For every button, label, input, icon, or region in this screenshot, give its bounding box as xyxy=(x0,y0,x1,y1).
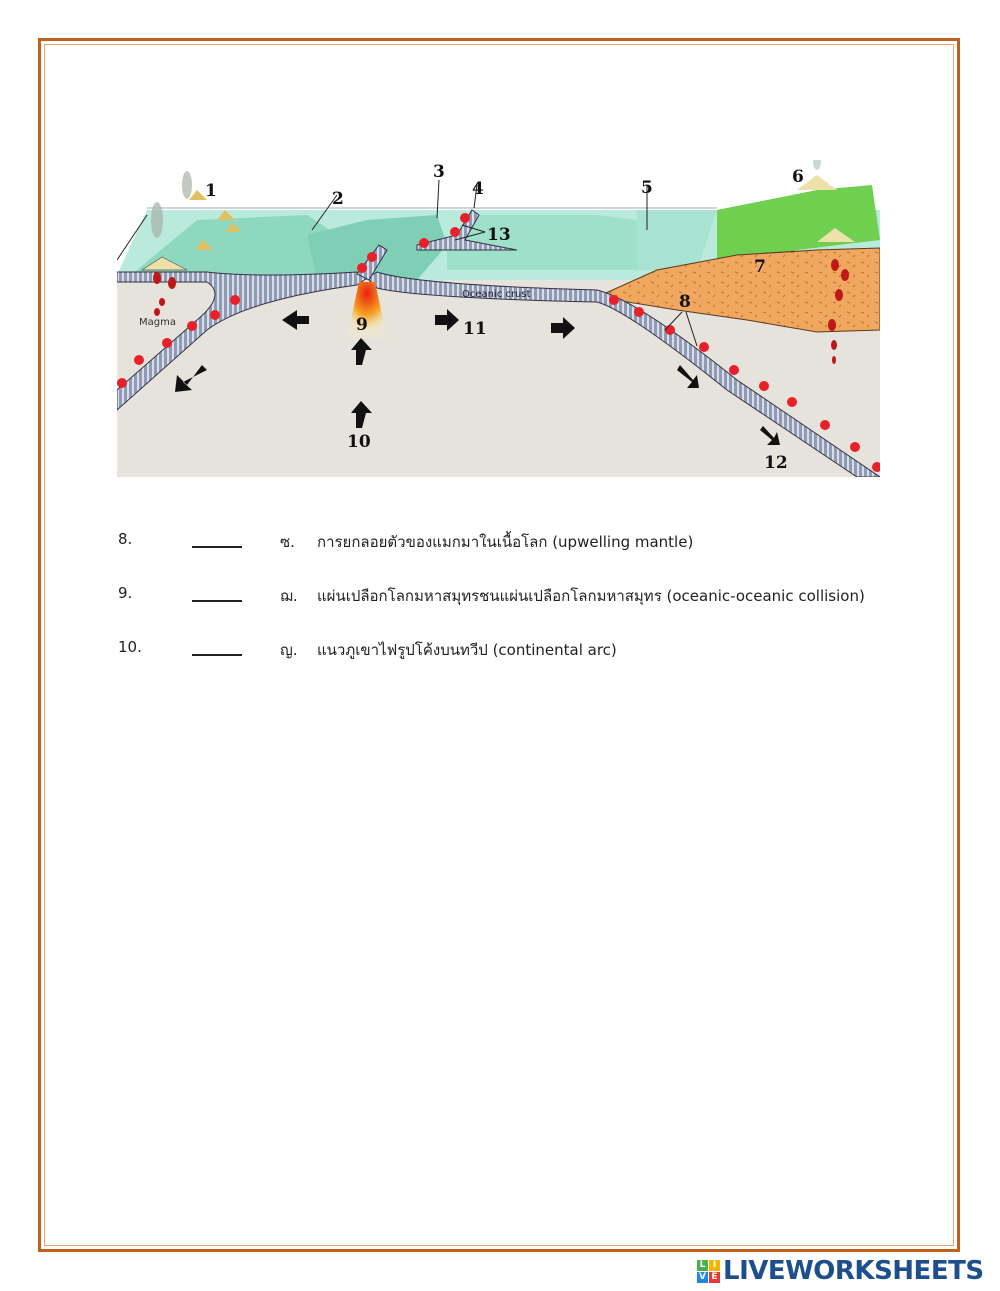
option-text: แผ่นเปลือกโลกมหาสมุทรชนแผ่นเปลือกโลกมหาส… xyxy=(317,587,865,605)
plate-tectonics-diagram: Oceanic crust Magma xyxy=(117,160,880,477)
svg-text:7: 7 xyxy=(754,257,766,277)
option-letter: ซ. xyxy=(280,533,295,551)
svg-text:10: 10 xyxy=(347,432,371,452)
option-text: แนวภูเขาไฟรูปโค้งบนทวีป (continental arc… xyxy=(317,641,617,659)
svg-text:2: 2 xyxy=(332,189,344,209)
svg-text:6: 6 xyxy=(792,167,804,187)
svg-text:12: 12 xyxy=(764,453,788,473)
svg-text:5: 5 xyxy=(641,178,653,198)
page-border-inner xyxy=(44,44,954,1246)
option-text: การยกลอยตัวของแมกมาในเนื้อโลก (upwelling… xyxy=(317,533,694,551)
answer-blank[interactable] xyxy=(192,584,242,602)
question-number: 9. xyxy=(118,584,133,602)
option-letter: ฌ. xyxy=(280,587,298,605)
svg-text:13: 13 xyxy=(487,225,511,245)
answer-blank[interactable] xyxy=(192,638,242,656)
svg-text:1: 1 xyxy=(205,181,217,201)
question-number: 8. xyxy=(118,530,133,548)
continental-crust xyxy=(595,247,880,333)
svg-text:3: 3 xyxy=(433,162,445,182)
svg-text:8: 8 xyxy=(679,292,691,312)
logo-text: LIVEWORKSHEETS xyxy=(723,1256,984,1286)
page-border xyxy=(38,38,960,1252)
liveworksheets-logo[interactable]: L I V E LIVEWORKSHEETS xyxy=(697,1256,984,1286)
oceanic-crust xyxy=(366,271,880,477)
svg-text:11: 11 xyxy=(463,319,487,339)
svg-text:4: 4 xyxy=(472,179,484,199)
svg-text:Magma: Magma xyxy=(139,317,176,328)
option-letter: ญ. xyxy=(280,641,298,659)
svg-text:Oceanic crust: Oceanic crust xyxy=(462,289,531,300)
question-number: 10. xyxy=(118,638,142,656)
logo-blocks-icon: L I V E xyxy=(697,1259,720,1283)
answer-blank[interactable] xyxy=(192,530,242,548)
svg-text:9: 9 xyxy=(356,315,368,335)
